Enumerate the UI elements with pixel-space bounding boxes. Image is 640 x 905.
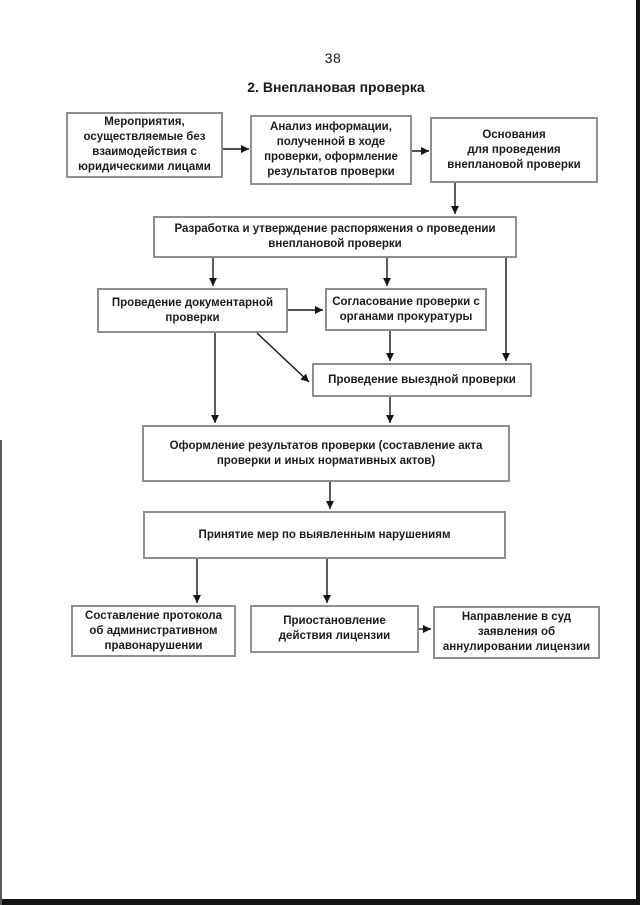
node-order-development: Разработка и утверждение распоряжения о … bbox=[153, 216, 517, 258]
node-license-suspension: Приостановление действия лицензии bbox=[250, 605, 419, 653]
scan-edge-right bbox=[636, 0, 640, 905]
node-field-inspection: Проведение выездной проверки bbox=[312, 363, 532, 397]
page-title: 2. Внеплановая проверка bbox=[247, 79, 425, 95]
node-information-analysis: Анализ информации, полученной в ходе про… bbox=[250, 115, 412, 185]
node-label: Принятие мер по выявленным нарушениям bbox=[198, 528, 451, 541]
node-label: Основания для проведения внеплановой про… bbox=[447, 128, 581, 171]
node-prosecutor-approval: Согласование проверки с органами прокура… bbox=[325, 288, 487, 331]
node-inspection-grounds: Основания для проведения внеплановой про… bbox=[430, 117, 598, 183]
arrow-documentary-to-field bbox=[256, 332, 310, 383]
scan-edge-left bbox=[0, 440, 2, 905]
node-measures-taken: Принятие мер по выявленным нарушениям bbox=[143, 511, 506, 559]
node-documentary-inspection: Проведение документарной проверки bbox=[97, 288, 288, 333]
node-events-without-interaction: Мероприятия, осуществляемые без взаимоде… bbox=[66, 112, 223, 178]
node-label: Составление протокола об административно… bbox=[85, 609, 222, 652]
node-label: Проведение документарной проверки bbox=[111, 296, 274, 324]
node-label: Мероприятия, осуществляемые без взаимоде… bbox=[78, 116, 211, 173]
node-label: Разработка и утверждение распоряжения о … bbox=[174, 223, 496, 250]
node-label: Приостановление действия лицензии bbox=[278, 615, 391, 642]
scan-edge-bottom bbox=[0, 899, 640, 905]
node-court-application: Направление в суд заявления об аннулиров… bbox=[433, 606, 600, 659]
node-results-registration: Оформление результатов проверки (составл… bbox=[142, 425, 510, 482]
node-label: Оформление результатов проверки (составл… bbox=[169, 439, 483, 467]
node-label: Согласование проверки с органами прокура… bbox=[332, 295, 480, 323]
node-protocol-drafting: Составление протокола об административно… bbox=[71, 605, 236, 657]
node-label: Направление в суд заявления об аннулиров… bbox=[442, 611, 591, 653]
page-number: 38 bbox=[324, 50, 342, 66]
node-label: Анализ информации, полученной в ходе про… bbox=[264, 121, 398, 178]
node-label: Проведение выездной проверки bbox=[328, 373, 516, 386]
